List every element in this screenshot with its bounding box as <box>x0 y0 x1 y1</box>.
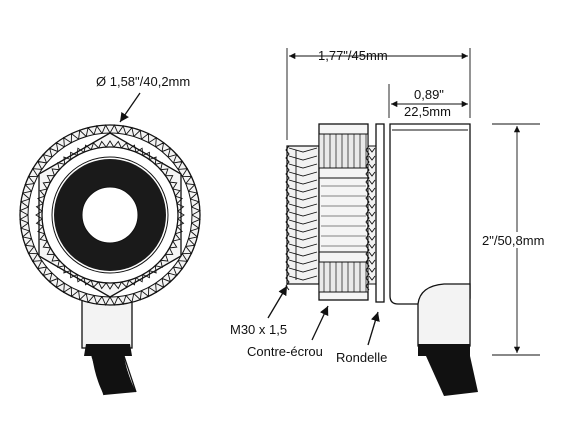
body-length-dimension: 0,89" 22,5mm <box>388 84 468 119</box>
height-dimension: 2"/50,8mm <box>480 123 554 356</box>
washer-label: Rondelle <box>336 350 387 365</box>
locknut-label: Contre-écrou <box>247 344 323 359</box>
sensor-body <box>389 123 471 305</box>
washer <box>375 123 385 303</box>
callouts: M30 x 1,5 Contre-écrou Rondelle <box>230 285 387 365</box>
body-length-in-label: 0,89" <box>414 87 444 102</box>
hex-thread-teeth <box>35 140 185 290</box>
threaded-section <box>285 145 320 291</box>
body-length-mm-label: 22,5mm <box>404 104 451 119</box>
mid-thread <box>365 145 377 291</box>
overall-length-label: 1,77"/45mm <box>318 48 388 63</box>
sensor-face-center <box>81 186 139 244</box>
diameter-label: Ø 1,58"/40,2mm <box>96 74 190 89</box>
front-view: Ø 1,58"/40,2mm <box>19 74 201 396</box>
lock-nut <box>318 123 369 301</box>
side-cable <box>417 283 478 396</box>
overall-length-dimension: 1,77"/45mm <box>286 48 471 140</box>
thread-label: M30 x 1,5 <box>230 322 287 337</box>
side-view: 1,77"/45mm 0,89" 22,5mm 2"/50,8mm M30 x … <box>230 48 554 396</box>
diameter-arrow <box>119 92 141 123</box>
front-cable <box>81 299 137 396</box>
height-label: 2"/50,8mm <box>482 233 544 248</box>
